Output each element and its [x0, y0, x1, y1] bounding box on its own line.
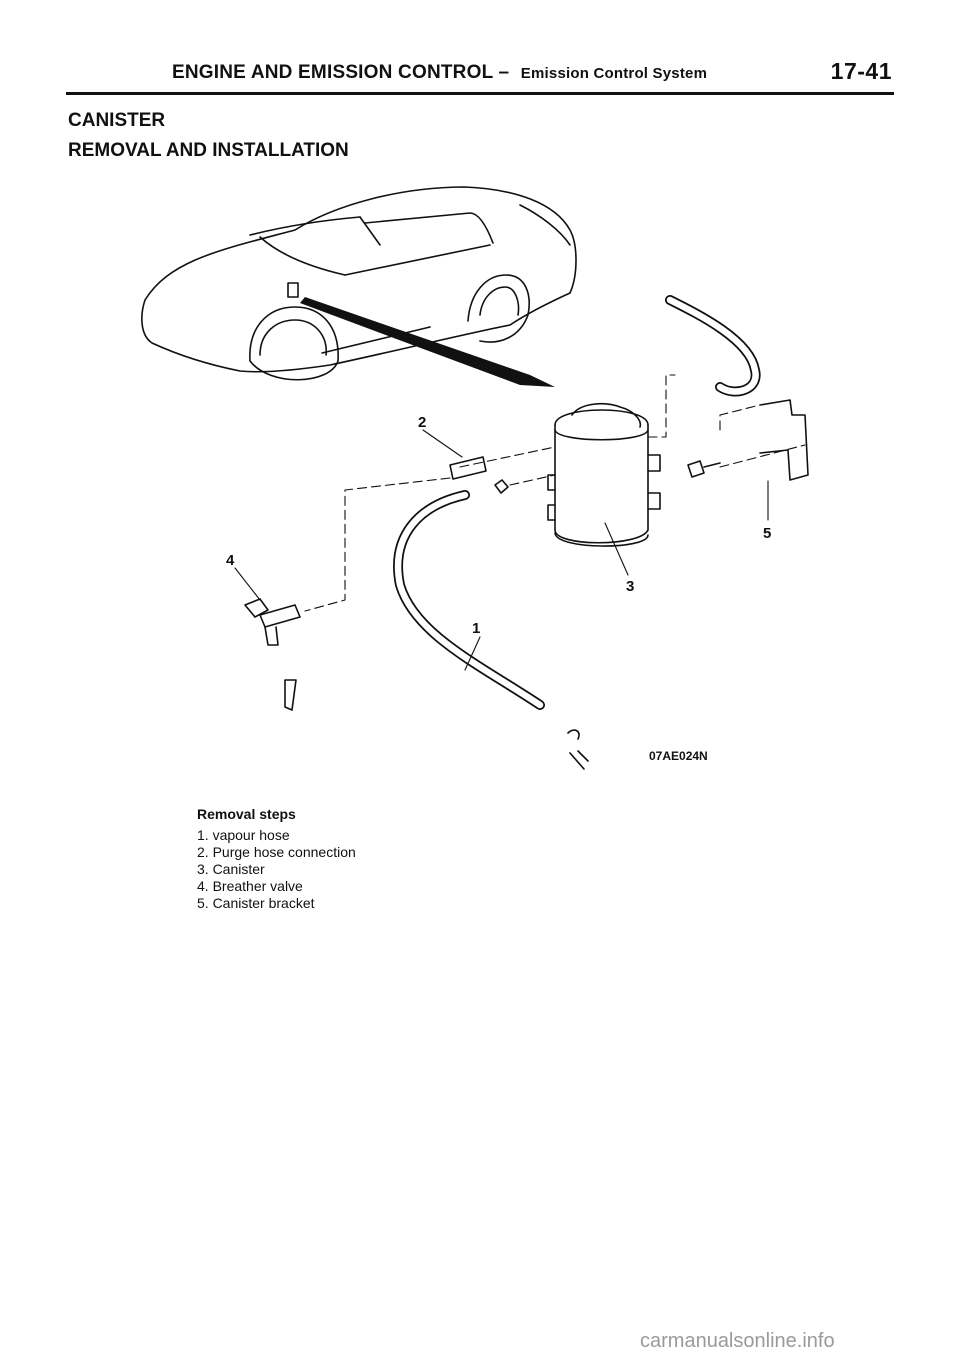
callout-1: 1	[472, 620, 480, 637]
canister-exploded-diagram: 1 2 3 4 5 07AE024N	[100, 175, 860, 795]
canister-body-illustration	[547, 402, 661, 547]
site-watermark: carmanualsonline.info	[640, 1330, 835, 1352]
assembly-guide-lines	[304, 374, 806, 612]
header-subtitle: Emission Control System	[520, 65, 708, 82]
purge-hose-connection-illustration	[449, 456, 509, 494]
header-title: ENGINE AND EMISSION CONTROL – Emission C…	[172, 62, 707, 84]
removal-step: 3. Canister	[197, 861, 265, 877]
location-pointer-arrow	[300, 297, 555, 387]
car-outline-illustration	[141, 186, 577, 381]
header-separator: –	[498, 62, 510, 83]
removal-steps-heading: Removal steps	[197, 806, 296, 822]
callout-3: 3	[626, 578, 634, 595]
removal-step: 1. vapour hose	[197, 827, 290, 843]
section-title: CANISTER	[68, 110, 166, 131]
diagram-svg: 1 2 3 4 5 07AE024N	[141, 186, 809, 770]
header-main-text: ENGINE AND EMISSION CONTROL	[172, 62, 494, 83]
removal-steps: Removal steps 1. vapour hose 2. Purge ho…	[197, 806, 356, 912]
removal-step: 5. Canister bracket	[197, 895, 315, 911]
removal-step: 4. Breather valve	[197, 878, 303, 894]
vapour-hose-illustration	[393, 295, 761, 770]
callout-4: 4	[226, 552, 235, 569]
section-subtitle: REMOVAL AND INSTALLATION	[68, 140, 349, 161]
breather-valve-illustration	[244, 598, 301, 711]
removal-steps-list: 1. vapour hose 2. Purge hose connection …	[197, 827, 356, 912]
page-number: 17-41	[830, 58, 892, 84]
figure-code: 07AE024N	[649, 749, 708, 763]
callout-leader-lines	[234, 429, 769, 671]
callout-5: 5	[763, 525, 771, 542]
canister-bracket-illustration	[687, 399, 809, 481]
callout-2: 2	[418, 414, 426, 431]
removal-step: 2. Purge hose connection	[197, 844, 356, 860]
page-header: ENGINE AND EMISSION CONTROL – Emission C…	[66, 58, 894, 95]
